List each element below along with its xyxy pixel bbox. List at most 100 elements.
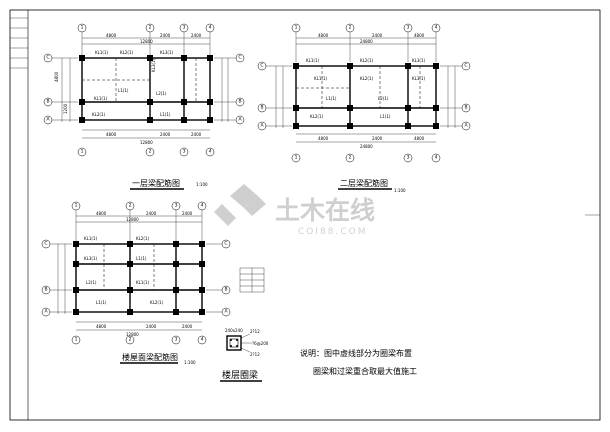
svg-text:C: C: [464, 63, 467, 69]
svg-text:4: 4: [201, 203, 204, 209]
svg-text:3: 3: [175, 337, 178, 343]
svg-text:KL1(1): KL1(1): [95, 50, 109, 55]
plan1-title: 一层梁配筋图: [132, 178, 180, 188]
svg-text:L2(1): L2(1): [86, 280, 97, 285]
svg-text:4800: 4800: [106, 33, 117, 38]
svg-text:4800: 4800: [54, 71, 59, 82]
svg-text:C: C: [46, 55, 49, 61]
watermark: 土木在线 COI88.COM: [214, 184, 375, 237]
svg-text:4800: 4800: [318, 33, 329, 38]
plan3-axis-top: 1 2 3 4: [71, 201, 207, 242]
svg-text:2400: 2400: [191, 132, 202, 137]
svg-text:C: C: [238, 55, 241, 61]
svg-text:4: 4: [209, 25, 212, 31]
plan-2: 1 2 3 4 4800 2400 4800 24800 C B A C B: [257, 23, 471, 193]
plan1-axis-right: C B A: [214, 53, 245, 125]
svg-text:1200: 1200: [63, 103, 68, 114]
svg-text:KL3(1): KL3(1): [160, 50, 174, 55]
svg-text:L2(1): L2(1): [378, 96, 389, 101]
svg-text:3: 3: [175, 203, 178, 209]
svg-text:2: 2: [349, 25, 352, 31]
svg-text:KL2(1): KL2(1): [310, 114, 324, 119]
watermark-logo-icon: [214, 184, 266, 226]
plan2-axis-top: 1 2 3 4: [291, 23, 441, 62]
svg-text:KL3(1): KL3(1): [151, 58, 156, 72]
svg-text:3: 3: [407, 25, 410, 31]
svg-text:L1(1): L1(1): [380, 114, 391, 119]
svg-text:4800: 4800: [106, 132, 117, 137]
svg-text:KL2(1): KL2(1): [360, 76, 374, 81]
svg-text:L1(1): L1(1): [326, 96, 337, 101]
plan2-axis-right: C B A: [440, 61, 471, 131]
svg-text:2400: 2400: [372, 136, 383, 141]
svg-text:KL2(1): KL2(1): [92, 112, 106, 117]
plan3-title: 楼屋面梁配筋图: [122, 352, 178, 362]
svg-text:4800: 4800: [96, 211, 107, 216]
svg-text:2400: 2400: [182, 211, 193, 216]
svg-text:KL1(1): KL1(1): [84, 236, 98, 241]
svg-text:240x240: 240x240: [225, 328, 243, 333]
svg-text:12800: 12800: [126, 217, 139, 222]
svg-text:2400: 2400: [372, 33, 383, 38]
plan3-side-table: [239, 267, 265, 293]
svg-text:KL1(1): KL1(1): [136, 280, 150, 285]
svg-text:L1(1): L1(1): [96, 300, 107, 305]
svg-text:B: B: [46, 99, 49, 105]
svg-text:KL1(1): KL1(1): [94, 96, 108, 101]
svg-text:1: 1: [295, 155, 298, 161]
svg-text:4: 4: [201, 337, 204, 343]
svg-text:24800: 24800: [360, 39, 373, 44]
svg-text:KL2(1): KL2(1): [150, 300, 164, 305]
svg-text:2400: 2400: [160, 132, 171, 137]
svg-text:2: 2: [129, 203, 132, 209]
svg-text:KL3(1): KL3(1): [84, 256, 98, 261]
plan2-scale: 1:100: [394, 188, 406, 193]
svg-text:A: A: [464, 123, 468, 129]
svg-text:C: C: [260, 63, 263, 69]
svg-text:L1(1): L1(1): [136, 256, 147, 261]
svg-text:4800: 4800: [96, 324, 107, 329]
svg-text:A: A: [46, 117, 50, 123]
notes-block: 说明：图中虚线部分为圈梁布置 圈梁和过梁重合取最大值施工: [300, 348, 417, 376]
ring-beam-section: [226, 335, 242, 351]
svg-text:2400: 2400: [182, 324, 193, 329]
svg-text:B: B: [464, 105, 467, 111]
svg-text:KL3(1): KL3(1): [412, 76, 426, 81]
svg-text:4800: 4800: [414, 33, 425, 38]
svg-text:3: 3: [183, 149, 186, 155]
svg-text:KL1(1): KL1(1): [306, 58, 320, 63]
svg-text:12800: 12800: [140, 39, 153, 44]
plan3-axis-right: C B A: [206, 239, 231, 317]
svg-text:1: 1: [75, 203, 78, 209]
svg-text:4800: 4800: [414, 136, 425, 141]
svg-text:2?12: 2?12: [250, 352, 260, 357]
plan2-axis-left: C B A: [257, 61, 292, 131]
svg-text:C: C: [44, 241, 47, 247]
plan1-axis-left: C B A 4800 1200: [43, 53, 78, 125]
svg-text:?6@200: ?6@200: [252, 341, 269, 346]
ring-beam-detail: 2?12 ?6@200 2?12 240x240 楼层圈梁: [220, 328, 269, 382]
svg-text:C: C: [224, 241, 227, 247]
svg-text:24800: 24800: [360, 144, 373, 149]
svg-text:KL2(1): KL2(1): [360, 58, 374, 63]
svg-text:2400: 2400: [191, 33, 202, 38]
svg-text:2: 2: [149, 25, 152, 31]
svg-text:A: A: [238, 117, 242, 123]
note-line-1: 说明：图中虚线部分为圈梁布置: [300, 348, 412, 358]
svg-text:1: 1: [295, 25, 298, 31]
margin-title-strip: [10, 17, 28, 69]
svg-text:KL2(1): KL2(1): [120, 50, 134, 55]
svg-text:A: A: [44, 309, 48, 315]
svg-text:KL1(1): KL1(1): [314, 76, 328, 81]
svg-text:1: 1: [75, 337, 78, 343]
plan3-axis-left: C B A: [41, 239, 72, 317]
svg-text:B: B: [224, 287, 227, 293]
plan-1: 1 2 3 4 4800 2400 2400 12800 C B A 4800 …: [43, 23, 245, 190]
svg-text:12800: 12800: [126, 332, 139, 337]
svg-text:L1(1): L1(1): [118, 88, 129, 93]
svg-text:2?12: 2?12: [250, 329, 260, 334]
svg-text:B: B: [44, 287, 47, 293]
svg-text:L2(1): L2(1): [156, 91, 167, 96]
svg-text:12800: 12800: [140, 140, 153, 145]
plan1-scale: 1:100: [196, 182, 208, 187]
